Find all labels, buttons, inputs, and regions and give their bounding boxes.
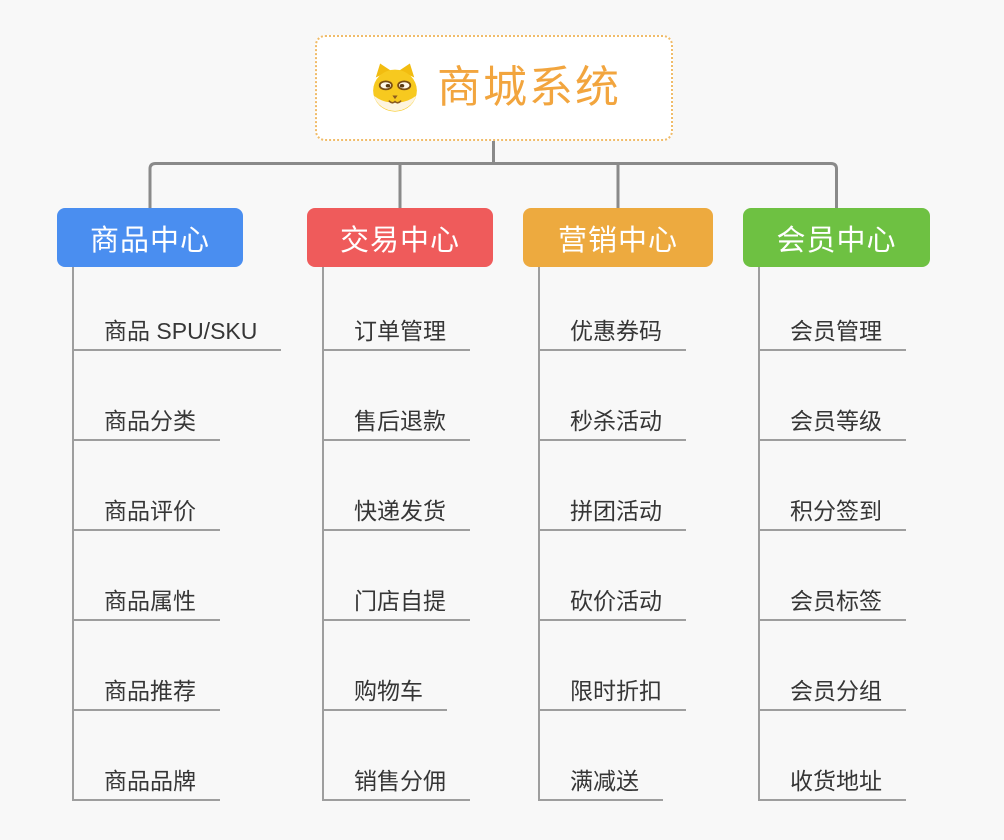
child-label: 售后退款 [354, 408, 446, 434]
child-label: 会员管理 [790, 318, 882, 344]
child-label: 门店自提 [354, 588, 446, 614]
child-node-product-center-3[interactable]: 商品属性 [74, 531, 220, 621]
child-label: 满减送 [570, 768, 639, 794]
bus-line [148, 162, 838, 208]
branch-children: 订单管理售后退款快递发货门店自提购物车销售分佣 [322, 267, 493, 801]
child-label: 销售分佣 [354, 768, 446, 794]
child-label: 快递发货 [354, 498, 446, 524]
child-node-trade-center-3[interactable]: 门店自提 [324, 531, 470, 621]
child-node-marketing-center-0[interactable]: 优惠券码 [540, 267, 686, 351]
child-label: 商品推荐 [104, 678, 196, 704]
child-node-product-center-1[interactable]: 商品分类 [74, 351, 220, 441]
root-title: 商城系统 [437, 63, 621, 112]
child-node-member-center-1[interactable]: 会员等级 [760, 351, 906, 441]
child-node-member-center-5[interactable]: 收货地址 [760, 711, 906, 801]
child-label: 商品属性 [104, 588, 196, 614]
branch-children: 会员管理会员等级积分签到会员标签会员分组收货地址 [758, 267, 930, 801]
branch-children: 商品 SPU/SKU 商品分类商品评价商品属性商品推荐商品品牌 [72, 267, 282, 801]
child-label: 商品品牌 [104, 768, 196, 794]
branch-member-center: 会员中心 会员管理会员等级积分签到会员标签会员分组收货地址 [743, 208, 930, 801]
child-node-member-center-4[interactable]: 会员分组 [760, 621, 906, 711]
child-label: 商品 SPU/SKU [104, 318, 258, 344]
branch-node-member-center[interactable]: 会员中心 [743, 208, 930, 267]
child-label: 商品评价 [104, 498, 196, 524]
child-node-trade-center-0[interactable]: 订单管理 [324, 267, 470, 351]
branch-node-marketing-center[interactable]: 营销中心 [523, 208, 713, 267]
child-node-product-center-2[interactable]: 商品评价 [74, 441, 220, 531]
branch-trade-center: 交易中心 订单管理售后退款快递发货门店自提购物车销售分佣 [307, 208, 493, 801]
child-node-marketing-center-1[interactable]: 秒杀活动 [540, 351, 686, 441]
child-label: 收货地址 [790, 768, 882, 794]
child-label: 购物车 [354, 678, 423, 704]
branch-marketing-center: 营销中心 优惠券码秒杀活动拼团活动砍价活动限时折扣满减送 [523, 208, 713, 801]
child-label: 砍价活动 [570, 588, 662, 614]
child-label: 会员标签 [790, 588, 882, 614]
dog-face-icon [367, 60, 423, 116]
branch-children: 优惠券码秒杀活动拼团活动砍价活动限时折扣满减送 [538, 267, 713, 801]
child-node-trade-center-5[interactable]: 销售分佣 [324, 711, 470, 801]
child-node-member-center-3[interactable]: 会员标签 [760, 531, 906, 621]
child-node-product-center-4[interactable]: 商品推荐 [74, 621, 220, 711]
child-node-member-center-0[interactable]: 会员管理 [760, 267, 906, 351]
child-label: 拼团活动 [570, 498, 662, 524]
child-node-trade-center-2[interactable]: 快递发货 [324, 441, 470, 531]
branch-node-trade-center[interactable]: 交易中心 [307, 208, 493, 267]
child-label: 商品分类 [104, 408, 196, 434]
child-node-product-center-0[interactable]: 商品 SPU/SKU [74, 267, 282, 351]
child-label: 会员等级 [790, 408, 882, 434]
root-node[interactable]: 商城系统 [315, 35, 673, 141]
child-label: 优惠券码 [570, 318, 662, 344]
child-node-marketing-center-4[interactable]: 限时折扣 [540, 621, 686, 711]
child-node-marketing-center-3[interactable]: 砍价活动 [540, 531, 686, 621]
child-label: 积分签到 [790, 498, 882, 524]
child-node-marketing-center-2[interactable]: 拼团活动 [540, 441, 686, 531]
child-node-marketing-center-5[interactable]: 满减送 [540, 711, 663, 801]
child-node-product-center-5[interactable]: 商品品牌 [74, 711, 220, 801]
child-label: 订单管理 [354, 318, 446, 344]
child-label: 会员分组 [790, 678, 882, 704]
branch-product-center: 商品中心 商品 SPU/SKU 商品分类商品评价商品属性商品推荐商品品牌 [57, 208, 282, 801]
child-node-trade-center-4[interactable]: 购物车 [324, 621, 447, 711]
child-node-member-center-2[interactable]: 积分签到 [760, 441, 906, 531]
branch-node-product-center[interactable]: 商品中心 [57, 208, 243, 267]
child-node-trade-center-1[interactable]: 售后退款 [324, 351, 470, 441]
child-label: 限时折扣 [570, 678, 662, 704]
child-label: 秒杀活动 [570, 408, 662, 434]
